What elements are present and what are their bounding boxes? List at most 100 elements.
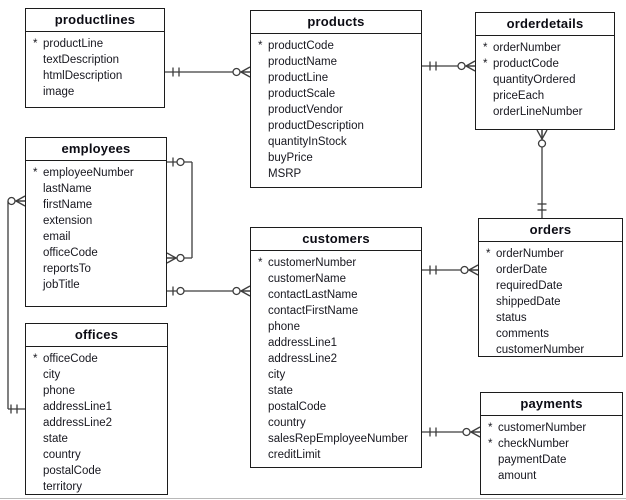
attribute-row-orders-requiredDate: requiredDate: [486, 278, 618, 294]
attribute-name: paymentDate: [498, 454, 567, 466]
attribute-row-customers-city: city: [258, 367, 417, 383]
attribute-name: country: [268, 417, 306, 429]
attribute-row-customers-addressLine2: addressLine2: [258, 351, 417, 367]
attribute-row-productlines-productLine: *productLine: [33, 36, 160, 52]
primary-key-marker: *: [258, 257, 263, 269]
relationship-products-orderdetails: [422, 60, 476, 72]
attribute-name: addressLine2: [43, 417, 113, 429]
attribute-row-offices-officeCode: *officeCode: [33, 351, 163, 367]
attribute-name: customerNumber: [496, 344, 585, 356]
attribute-row-products-productVendor: productVendor: [258, 102, 417, 118]
attribute-row-customers-addressLine1: addressLine1: [258, 335, 417, 351]
relationship-employees-customers: [167, 285, 251, 297]
entity-attributes-productlines: *productLine textDescription htmlDescripti…: [26, 32, 164, 102]
attribute-name: country: [43, 449, 81, 461]
attribute-name: state: [268, 385, 293, 397]
attribute-row-employees-extension: extension: [33, 213, 162, 229]
entity-title-products: products: [251, 11, 421, 34]
primary-key-marker: *: [483, 42, 488, 54]
attribute-row-offices-postalCode: postalCode: [33, 463, 163, 479]
attribute-row-products-buyPrice: buyPrice: [258, 150, 417, 166]
attribute-row-employees-officeCode: officeCode: [33, 245, 162, 261]
attribute-name: reportsTo: [43, 263, 91, 275]
attribute-row-orderdetails-orderNumber: *orderNumber: [483, 40, 610, 56]
attribute-name: jobTitle: [43, 279, 80, 291]
attribute-row-offices-state: state: [33, 431, 163, 447]
attribute-name: addressLine1: [268, 337, 338, 349]
attribute-row-orders-comments: comments: [486, 326, 618, 342]
attribute-name: productScale: [268, 88, 336, 100]
attribute-name: phone: [268, 321, 300, 333]
attribute-name: contactFirstName: [268, 305, 359, 317]
attribute-row-productlines-image: image: [33, 84, 160, 100]
attribute-row-payments-amount: amount: [488, 468, 618, 484]
attribute-row-productlines-htmlDescription: htmlDescription: [33, 68, 160, 84]
attribute-name: extension: [43, 215, 93, 227]
relationship-orders-orderdetails: [536, 129, 548, 218]
attribute-name: territory: [43, 481, 82, 493]
attribute-name: comments: [496, 328, 550, 340]
primary-key-marker: *: [486, 248, 491, 260]
attribute-row-orderdetails-priceEach: priceEach: [483, 88, 610, 104]
entity-title-employees: employees: [26, 138, 166, 161]
attribute-row-employees-reportsTo: reportsTo: [33, 261, 162, 277]
attribute-name: city: [268, 369, 286, 381]
attribute-row-customers-customerName: customerName: [258, 271, 417, 287]
attribute-row-employees-firstName: firstName: [33, 197, 162, 213]
attribute-name: salesRepEmployeeNumber: [268, 433, 408, 445]
primary-key-marker: *: [33, 167, 38, 179]
attribute-name: quantityOrdered: [493, 74, 576, 86]
attribute-name: textDescription: [43, 54, 120, 66]
entity-employees[interactable]: employees * employeeNumber lastName firstNam…: [25, 137, 167, 307]
primary-key-marker: *: [483, 58, 488, 70]
attribute-name: employeeNumber: [43, 167, 134, 179]
attribute-row-employees-jobTitle: jobTitle: [33, 277, 162, 293]
attribute-name: postalCode: [43, 465, 102, 477]
relationship-employees-reportsto-self: [166, 157, 193, 264]
attribute-row-employees-employeeNumber: * employeeNumber: [33, 165, 162, 181]
attribute-name: phone: [43, 385, 75, 397]
attribute-row-offices-country: country: [33, 447, 163, 463]
entity-title-orders: orders: [479, 219, 622, 242]
attribute-row-customers-postalCode: postalCode: [258, 399, 417, 415]
attribute-name: buyPrice: [268, 152, 313, 164]
attribute-name: priceEach: [493, 90, 545, 102]
attribute-name: customerNumber: [498, 422, 587, 434]
attribute-name: customerNumber: [268, 257, 357, 269]
attribute-row-offices-addressLine2: addressLine2: [33, 415, 163, 431]
attribute-row-customers-country: country: [258, 415, 417, 431]
relationship-customers-orders: [422, 264, 479, 276]
attribute-name: MSRP: [268, 168, 302, 180]
attribute-row-payments-checkNumber: *checkNumber: [488, 436, 618, 452]
attribute-name: image: [43, 86, 75, 98]
attribute-row-offices-city: city: [33, 367, 163, 383]
attribute-name: officeCode: [43, 353, 98, 365]
attribute-row-offices-addressLine1: addressLine1: [33, 399, 163, 415]
primary-key-marker: *: [488, 422, 493, 434]
primary-key-marker: *: [258, 40, 263, 52]
attribute-name: lastName: [43, 183, 92, 195]
attribute-row-orders-status: status: [486, 310, 618, 326]
attribute-row-customers-customerNumber: * customerNumber: [258, 255, 417, 271]
attribute-row-customers-phone: phone: [258, 319, 417, 335]
attribute-name: quantityInStock: [268, 136, 347, 148]
attribute-name: email: [43, 231, 71, 243]
attribute-name: officeCode: [43, 247, 98, 259]
attribute-name: creditLimit: [268, 449, 321, 461]
attribute-name: postalCode: [268, 401, 327, 413]
attribute-name: state: [43, 433, 68, 445]
entity-attributes-employees: * employeeNumber lastName firstName extensio…: [26, 161, 166, 295]
attribute-row-products-productCode: *productCode: [258, 38, 417, 54]
attribute-name: productVendor: [268, 104, 343, 116]
